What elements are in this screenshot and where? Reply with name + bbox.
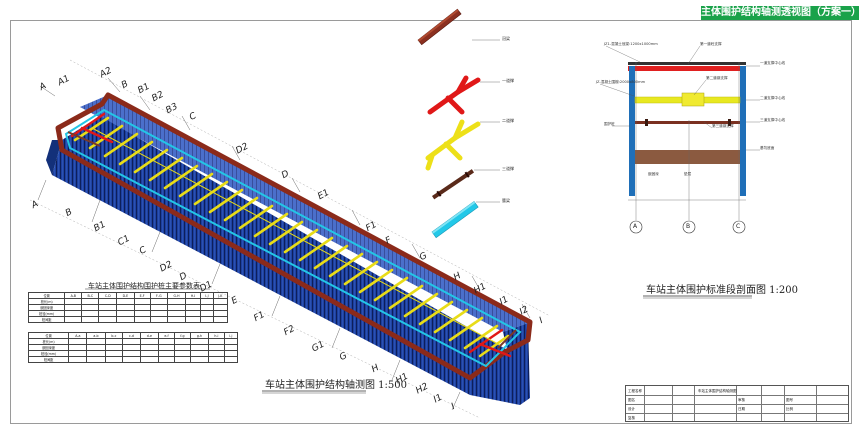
section-label: 围护桩 xyxy=(604,122,615,126)
param-row-label: 桩间距 xyxy=(27,356,70,363)
title-block-label: 审核 xyxy=(738,398,745,402)
param-cell xyxy=(185,316,202,323)
legend-label: 三道撑 xyxy=(502,166,514,171)
isometric-enclosure xyxy=(46,92,533,405)
section-crown-beam xyxy=(628,66,746,71)
caption-main-view: 车站主体围护结构轴测图 1:500 xyxy=(265,380,407,391)
param-cell xyxy=(116,316,135,323)
param-cell xyxy=(212,316,229,323)
section-label: 三道支撑中心线 xyxy=(760,118,786,122)
section-axis-label: C xyxy=(736,223,741,230)
legend-waler-graphic xyxy=(431,201,479,239)
back-pile-wall xyxy=(80,95,528,332)
title-block-label: 图名 xyxy=(628,398,635,402)
drawing-title: 主体围护结构轴测透视图（方案一） xyxy=(701,6,861,20)
axis-rays-bottom xyxy=(29,179,481,419)
axis-rays-top xyxy=(39,59,551,319)
legend-label: 一道撑 xyxy=(502,78,514,83)
title-block-label: 复核 xyxy=(628,416,635,420)
section-label: 一道支撑中心线 xyxy=(760,61,786,65)
left-end-wall xyxy=(46,140,62,175)
param-cell xyxy=(157,356,176,363)
section-label: 二道支撑中心线 xyxy=(760,96,786,100)
title-block-project: 车站主体围护结构轴测图 xyxy=(698,389,737,393)
section-label: 第二道钢支撑 xyxy=(706,76,728,80)
legend-exploded xyxy=(417,8,500,239)
title-block: 车站主体围护结构轴测图 工程名称图名设计复核 审核日期 图号比例 xyxy=(625,385,849,422)
crown-beam xyxy=(55,92,533,381)
param-cell xyxy=(133,316,151,323)
caption-param-table: 车站主体围护结构围护桩主要参数表 xyxy=(88,282,200,290)
drawing-frame xyxy=(10,20,852,424)
section-label: 基坑底面 xyxy=(760,146,775,150)
section-axis-label: B xyxy=(686,223,691,230)
param-cell xyxy=(81,316,100,323)
legend-label: 腰梁 xyxy=(502,198,510,203)
legend-crown-beam-graphic xyxy=(417,8,462,46)
section-axis-c-bubble xyxy=(732,220,746,234)
caption-section-view: 车站主体围护标准段剖面图 1:200 xyxy=(646,285,798,296)
section-strut-brown xyxy=(635,121,740,124)
param-cell xyxy=(208,356,225,363)
red-struts xyxy=(70,112,512,358)
section-pile-right xyxy=(740,66,746,196)
title-block-label: 设计 xyxy=(628,407,635,411)
section-axis-a-bubble xyxy=(629,220,643,234)
title-block-label: 比例 xyxy=(786,407,793,411)
title-block-label: 日期 xyxy=(738,407,745,411)
param-cell xyxy=(122,356,141,363)
title-block-label: 图号 xyxy=(786,398,793,402)
section-view xyxy=(599,45,760,234)
param-cell xyxy=(189,356,210,363)
center-tie-line xyxy=(91,127,501,346)
param-cell xyxy=(139,356,159,363)
section-base-slab xyxy=(635,150,740,164)
param-cell xyxy=(86,356,106,363)
section-label: 垫层 xyxy=(684,172,692,176)
legend-strut1-graphic xyxy=(427,75,481,115)
section-label: 嵌固深 xyxy=(648,172,659,176)
waler-ring xyxy=(64,108,522,368)
section-axis-label: A xyxy=(633,223,638,230)
param-cell xyxy=(174,356,191,363)
legend-strut2-graphic xyxy=(425,119,481,171)
legend-label: 冠梁 xyxy=(502,36,510,41)
param-cell xyxy=(200,316,214,323)
legend-strut3-graphic xyxy=(432,169,475,200)
section-label: JZ-混凝土围檩:2000x800mm xyxy=(596,80,646,84)
param-cell xyxy=(64,316,83,323)
param-row-label: 桩间距 xyxy=(27,316,66,323)
corner-braces xyxy=(67,131,517,349)
param-cell xyxy=(68,356,88,363)
param-cell xyxy=(104,356,124,363)
param-cell xyxy=(149,316,168,323)
param-cell xyxy=(98,316,118,323)
title-block-label: 工程名称 xyxy=(628,389,642,393)
section-label: 第一道砼支撑 xyxy=(700,42,722,46)
param-cell xyxy=(223,356,239,363)
section-label: JZ1-混凝土冠梁:1200x1000mm xyxy=(604,42,658,46)
section-label: 第三道钢支撑 xyxy=(712,124,734,128)
param-cell xyxy=(166,316,187,323)
legend-label: 二道撑 xyxy=(502,118,514,123)
section-pile-left xyxy=(629,66,635,196)
section-axis-b-bubble xyxy=(682,220,696,234)
